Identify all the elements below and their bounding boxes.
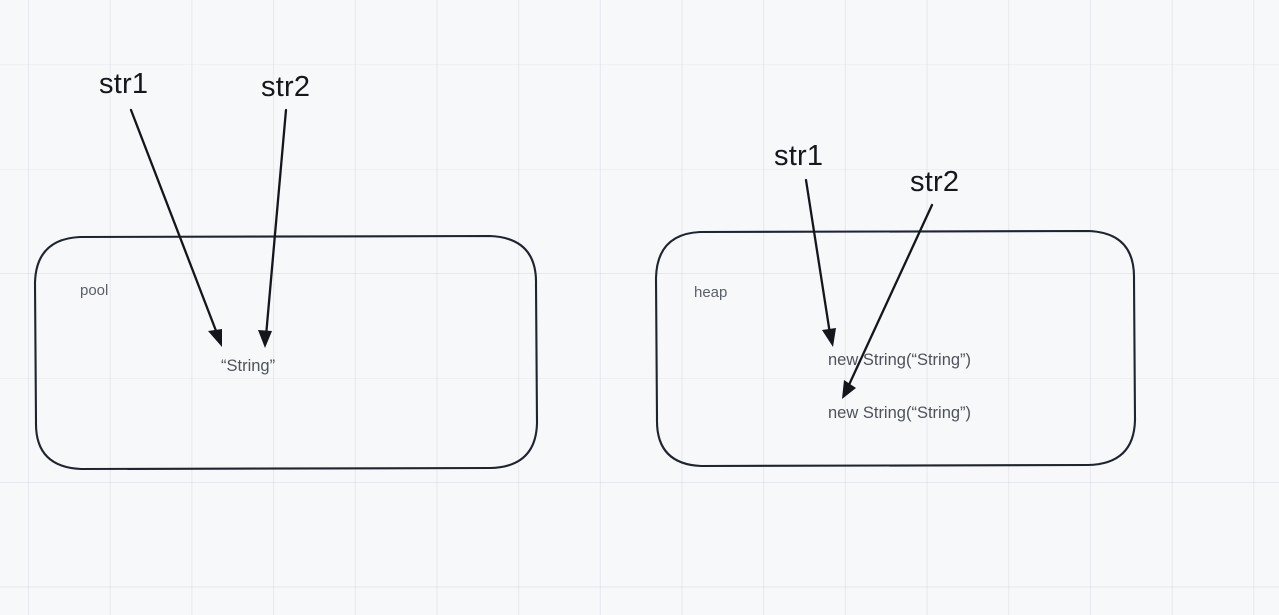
heap-str2-connector xyxy=(842,203,934,399)
pool-box-group[interactable] xyxy=(33,234,539,471)
heap-str1-arrowhead xyxy=(822,328,836,347)
heap-box-outline[interactable] xyxy=(654,229,1137,468)
pool-str2-connector xyxy=(258,108,288,348)
pool-value-string-literal: “String” xyxy=(221,357,276,375)
pool-box-outline[interactable] xyxy=(33,234,539,471)
pool-str2-connector-line xyxy=(264,108,288,338)
heap-str1-connector xyxy=(804,178,836,347)
pool-str1-connector-line xyxy=(129,108,220,338)
heap-region-name: heap xyxy=(694,284,728,301)
heap-pointer-label-str2[interactable]: str2 xyxy=(910,166,960,198)
heap-str1-connector-line xyxy=(804,178,832,336)
pool-str1-connector xyxy=(129,108,222,347)
pool-str2-arrowhead xyxy=(258,330,272,348)
heap-object-2: new String(“String”) xyxy=(828,404,972,422)
pool-str1-arrowhead xyxy=(208,329,222,347)
pool-pointer-label-str1[interactable]: str1 xyxy=(99,68,149,100)
heap-pointer-label-str1[interactable]: str1 xyxy=(774,140,824,172)
pool-pointer-label-str2[interactable]: str2 xyxy=(261,71,311,103)
heap-str2-connector-line xyxy=(846,203,934,389)
heap-object-1: new String(“String”) xyxy=(828,351,972,369)
heap-str2-arrowhead xyxy=(842,380,856,399)
heap-box-group[interactable] xyxy=(654,229,1137,468)
pool-region-name: pool xyxy=(80,282,109,299)
